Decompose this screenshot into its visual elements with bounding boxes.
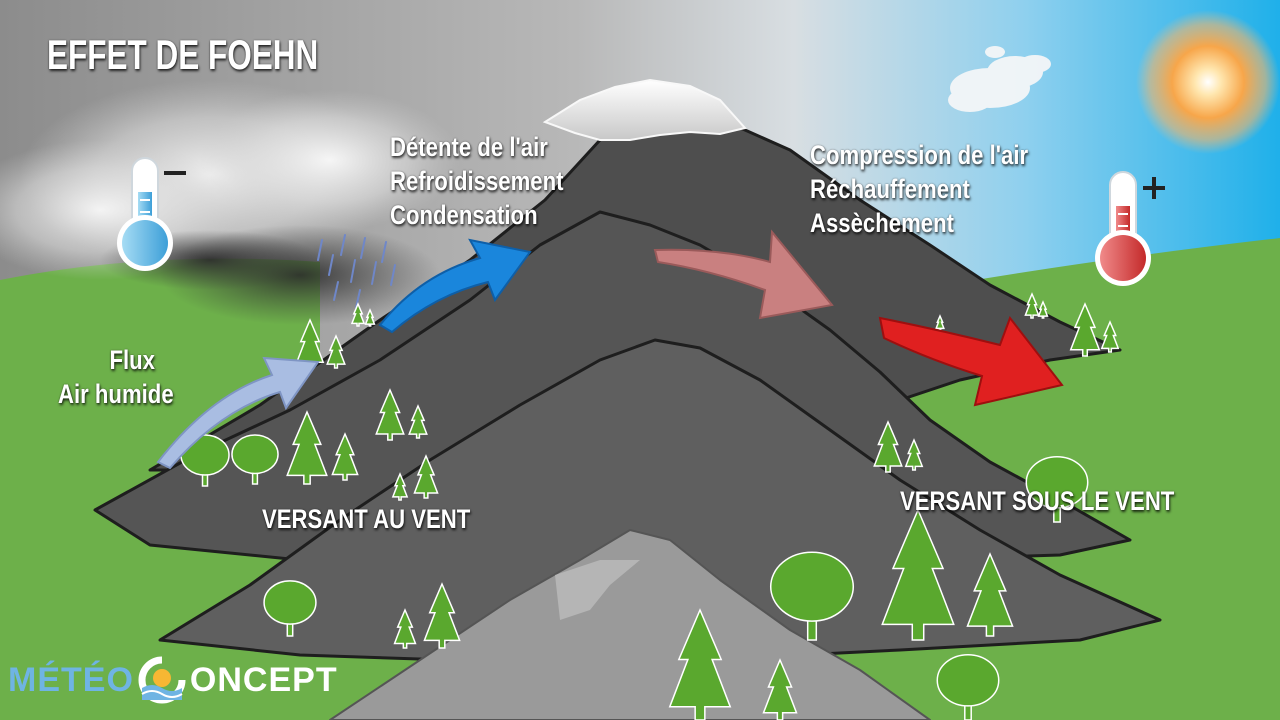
windward-line-2: Air humide [58, 377, 174, 411]
diagram-title: EFFET DE FOEHN [47, 34, 318, 76]
descent-line-2: Réchauffement [810, 172, 1028, 206]
descent-process-label: Compression de l'air Réchauffement Assèc… [810, 138, 1028, 240]
logo-sun-wave-icon [136, 654, 188, 706]
descent-line-1: Compression de l'air [810, 138, 1028, 172]
descent-line-3: Assèchement [810, 206, 1028, 240]
ascent-process-label: Détente de l'air Refroidissement Condens… [390, 130, 563, 232]
ascent-line-3: Condensation [390, 198, 563, 232]
tree-crown [232, 435, 278, 473]
windward-flux-label: Flux Air humide [58, 343, 174, 411]
windward-slope-label: VERSANT AU VENT [262, 506, 470, 533]
tree-crown [264, 581, 316, 624]
logo-text-concept: ONCEPT [190, 661, 338, 700]
tree-crown [937, 655, 998, 706]
ascent-line-2: Refroidissement [390, 164, 563, 198]
sun-icon [1136, 10, 1280, 154]
logo-text-meteo: MÉTÉO [8, 661, 134, 700]
ascent-line-1: Détente de l'air [390, 130, 563, 164]
meteo-concept-logo: MÉTÉO ONCEPT [8, 652, 338, 708]
windward-line-1: Flux [58, 343, 174, 377]
leeward-slope-label: VERSANT SOUS LE VENT [900, 488, 1174, 515]
tree-crown [771, 552, 854, 621]
